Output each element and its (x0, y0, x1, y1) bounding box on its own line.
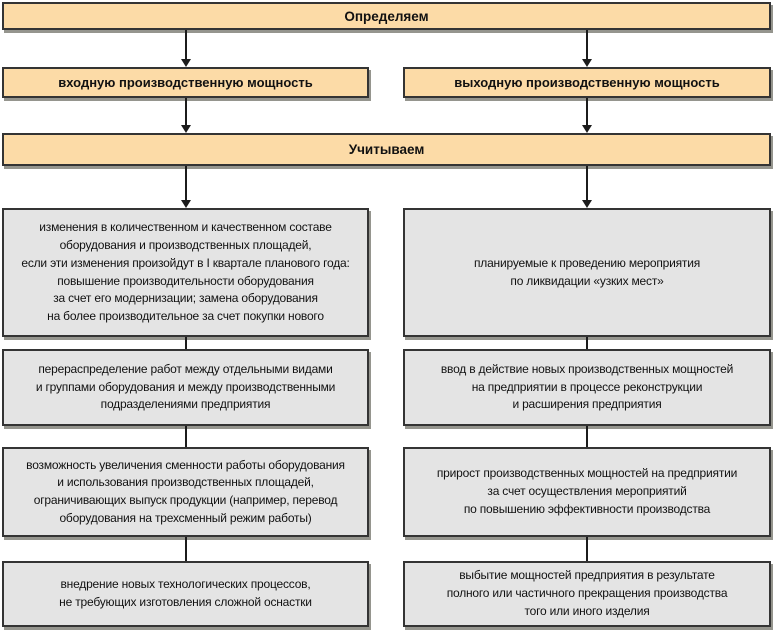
box-left-work-redistribution: перераспределение работ между отдельными… (2, 349, 369, 426)
box-output-capacity: выходную производственную мощность (403, 67, 771, 98)
line (184, 537, 187, 561)
connector-line (2, 537, 369, 561)
box-right-new-capacities: ввод в действие новых производственных м… (403, 349, 771, 426)
arrow-down (2, 30, 369, 67)
connector-row (2, 30, 771, 67)
box-left-changes-equipment: изменения в количественном и качественно… (2, 208, 369, 337)
arrow-line (586, 30, 588, 59)
arrow-line (184, 30, 187, 59)
arrow-line (184, 98, 187, 125)
box-left-new-tech-processes: внедрение новых технологических процессо… (2, 561, 369, 627)
arrow-line (184, 166, 187, 200)
arrow-down (2, 98, 369, 133)
box-right-capacity-retirement: выбытие мощностей предприятия в результа… (403, 561, 771, 627)
box-input-capacity: входную производственную мощность (2, 67, 369, 98)
connector-line (403, 426, 771, 447)
content-row: внедрение новых технологических процессо… (2, 561, 771, 627)
arrow-head-icon (582, 200, 592, 208)
content-row: перераспределение работ между отдельными… (2, 349, 771, 426)
line (184, 337, 187, 349)
arrow-head-icon (582, 125, 592, 133)
arrow-down (403, 98, 771, 133)
arrow-head-icon (180, 200, 191, 208)
connector-line (2, 337, 369, 349)
connector-line (403, 337, 771, 349)
connector-row (2, 426, 771, 447)
branch-row: входную производственную мощность выходн… (2, 67, 771, 98)
arrow-down (403, 30, 771, 67)
connector-row (2, 537, 771, 561)
box-right-capacity-growth: прирост производственных мощностей на пр… (403, 447, 771, 537)
banner-define: Определяем (2, 2, 771, 30)
arrow-head-icon (582, 59, 592, 67)
box-right-bottleneck-measures: планируемые к проведению мероприятия по … (403, 208, 771, 337)
line (184, 426, 187, 447)
content-row: изменения в количественном и качественно… (2, 208, 771, 337)
connector-line (403, 537, 771, 561)
banner-consider: Учитываем (2, 133, 771, 166)
line (586, 337, 588, 349)
arrow-line (586, 98, 588, 125)
connector-line (2, 426, 369, 447)
arrow-head-icon (180, 59, 191, 67)
line (586, 537, 588, 561)
arrow-head-icon (180, 125, 191, 133)
connector-row (2, 166, 771, 208)
connector-row (2, 98, 771, 133)
arrow-down (2, 166, 369, 208)
arrow-line (586, 166, 588, 200)
line (586, 426, 588, 447)
arrow-down (403, 166, 771, 208)
content-row: возможность увеличения сменности работы … (2, 447, 771, 537)
box-left-shift-increase: возможность увеличения сменности работы … (2, 447, 369, 537)
connector-row (2, 337, 771, 349)
